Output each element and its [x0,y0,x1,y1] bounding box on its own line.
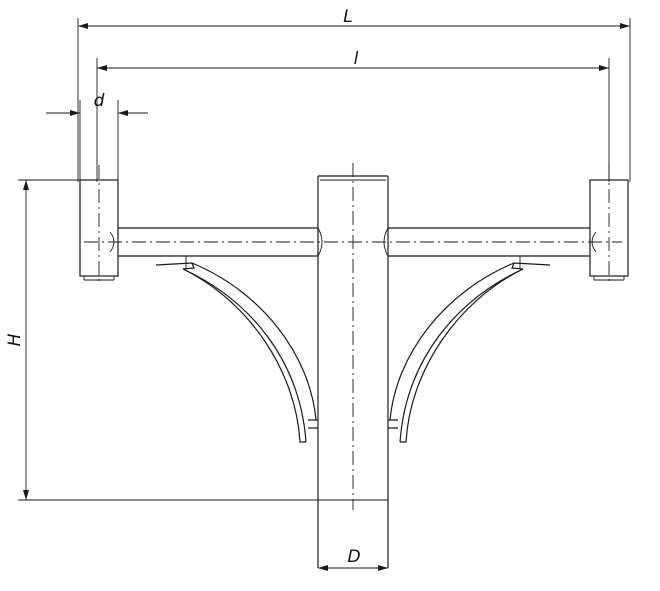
label-post-diameter: D [347,547,360,567]
vertical-post [317,163,389,568]
dimension-overall-length: L [77,7,631,182]
left-curved-brace [155,256,318,443]
dimension-height: H [5,179,388,501]
left-end-socket [79,165,119,284]
dimension-arm-diameter: d [46,91,148,182]
label-inner-length: l [354,49,359,69]
dimension-post-diameter: D [318,547,388,571]
label-overall-length: L [343,7,352,27]
right-curved-brace [388,256,551,443]
dimension-inner-length: l [96,49,610,182]
right-end-socket [589,165,629,284]
label-height: H [5,333,25,346]
label-arm-diameter: d [94,91,105,111]
horizontal-arm [84,227,622,257]
